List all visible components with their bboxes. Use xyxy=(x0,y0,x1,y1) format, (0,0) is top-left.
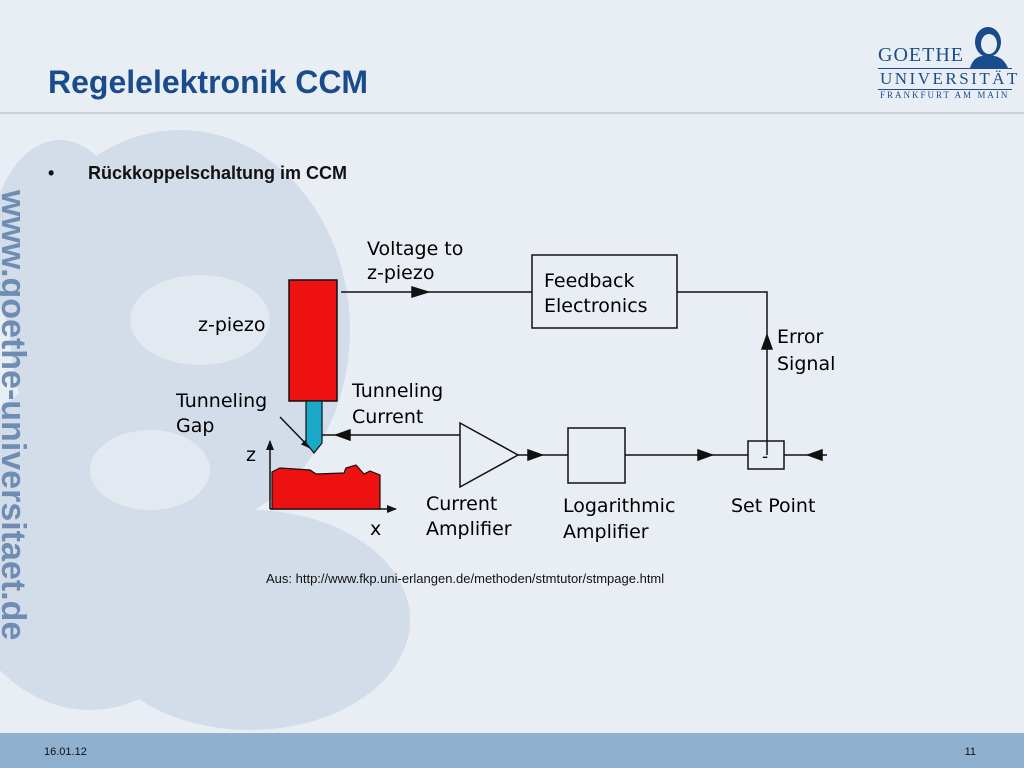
current-amplifier-triangle xyxy=(459,421,520,489)
label-gap-1: Tunneling xyxy=(175,390,267,412)
stm-tip xyxy=(305,400,323,454)
logo-rule-bottom xyxy=(878,89,1012,90)
gap-pointer xyxy=(279,416,311,449)
label-feedback-2: Electronics xyxy=(544,295,648,317)
label-current-1: Tunneling xyxy=(351,380,443,402)
label-axis-x: x xyxy=(370,518,381,540)
log-amplifier-box xyxy=(567,427,626,484)
arrow-tunneling-current xyxy=(333,428,351,442)
logo-rule-top xyxy=(878,68,1012,69)
label-log-amp-1: Logarithmic xyxy=(563,495,675,517)
arrow-setpoint xyxy=(805,448,823,462)
arrow-voltage xyxy=(411,285,431,299)
bullet-text: Rückkoppelschaltung im CCM xyxy=(88,163,348,183)
z-piezo-block xyxy=(288,279,338,402)
label-gap-2: Gap xyxy=(176,415,214,437)
feedback-diagram: Voltage to z-piezo Feedback Electronics … xyxy=(160,225,860,565)
label-voltage-2: z-piezo xyxy=(367,262,434,284)
bullet-marker: • xyxy=(48,163,55,183)
label-current-amp-2: Amplifier xyxy=(426,518,512,540)
logo-line-city: FRANKFURT AM MAIN xyxy=(880,90,1010,100)
label-voltage-1: Voltage to xyxy=(367,238,463,260)
label-set-point: Set Point xyxy=(731,495,815,517)
arrow-error xyxy=(760,332,774,350)
footer-date: 16.01.12 xyxy=(44,746,87,758)
label-axis-z: z xyxy=(246,444,256,466)
label-log-amp-2: Amplifier xyxy=(563,521,649,543)
university-logo: GOETHE UNIVERSITÄT FRANKFURT AM MAIN xyxy=(872,26,1017,106)
goethe-portrait-icon xyxy=(970,27,1008,68)
source-citation: Aus: http://www.fkp.uni-erlangen.de/meth… xyxy=(266,571,665,586)
label-current-amp-1: Current xyxy=(426,493,497,515)
label-zpiezo: z-piezo xyxy=(198,314,265,336)
feedback-electronics-box xyxy=(531,254,678,329)
footer-bar: 16.01.12 11 xyxy=(0,733,1024,768)
sample-surface xyxy=(271,464,381,510)
page-number: 11 xyxy=(964,746,976,758)
label-feedback-1: Feedback xyxy=(544,270,634,292)
label-minus: - xyxy=(762,447,768,467)
slide-title: Regelelektronik CCM xyxy=(48,64,369,100)
watermark-url: www.goethe-universitaet.de xyxy=(0,190,32,641)
logo-line-universitaet: UNIVERSITÄT xyxy=(880,69,1020,88)
label-error-2: Signal xyxy=(777,353,835,375)
diagram-canvas: Voltage to z-piezo Feedback Electronics … xyxy=(175,238,835,543)
arrow-to-comparator xyxy=(697,448,715,462)
logo-line-goethe: GOETHE xyxy=(878,44,964,66)
label-error-1: Error xyxy=(777,326,824,348)
line-error-loop xyxy=(677,291,768,455)
comparator-box xyxy=(747,440,785,470)
arrow-to-log xyxy=(527,448,545,462)
label-current-2: Current xyxy=(352,406,423,428)
title-divider xyxy=(0,112,1024,114)
